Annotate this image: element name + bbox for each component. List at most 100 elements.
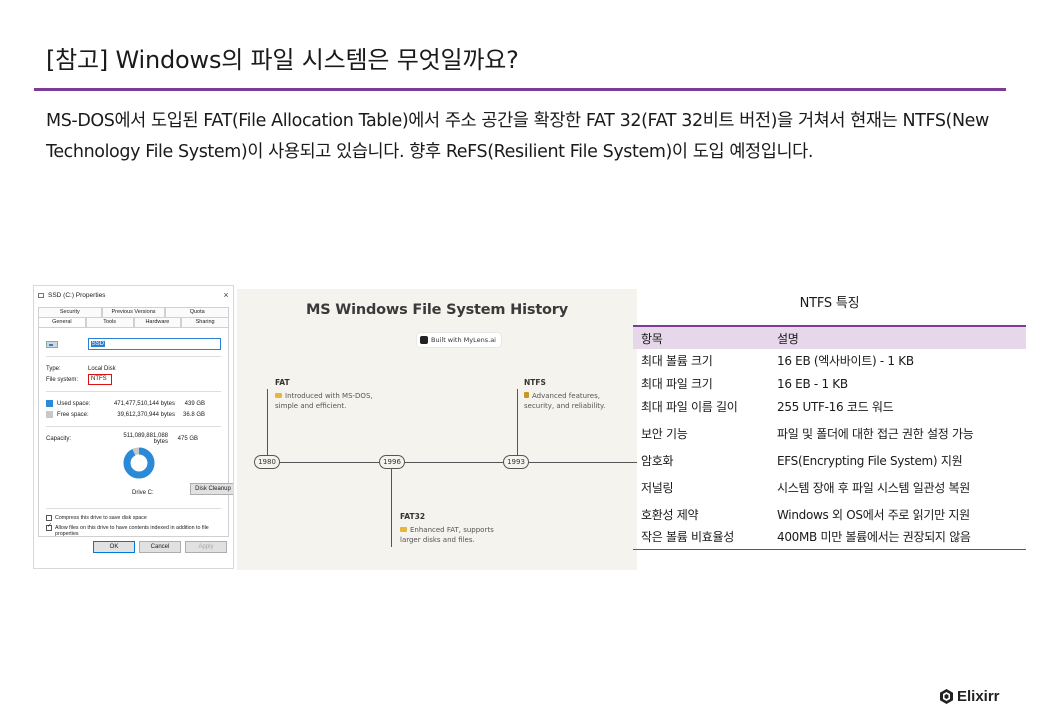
drive-properties-dialog: SSD (C:) Properties × Security Previous … [33, 285, 234, 569]
ntfs-features-table: 항목 설명 최대 볼륨 크기 16 EB (엑사바이트) - 1 KB 최대 파… [633, 325, 1026, 550]
file-system-label: File system: [46, 376, 79, 383]
table-row: 암호화 EFS(Encrypting File System) 지원 [633, 449, 1026, 472]
elixirr-logo-icon [940, 689, 953, 704]
timeline-connector [517, 389, 518, 455]
slide-title: [참고] Windows의 파일 시스템은 무엇일까요? [46, 46, 519, 74]
capacity-bytes: 511,089,881,088 bytes [123, 432, 168, 445]
event-ntfs-desc2: security, and reliability. [524, 402, 606, 410]
tab-previous-versions[interactable]: Previous Versions [101, 307, 166, 317]
tab-general[interactable]: General [38, 317, 86, 327]
event-fat32: FAT32 Enhanced FAT, supports larger disk… [400, 512, 494, 545]
table-header-item: 항목 [633, 325, 769, 349]
table-row: 최대 파일 크기 16 EB - 1 KB [633, 372, 1026, 395]
used-space-swatch [46, 400, 53, 407]
table-row: 최대 파일 이름 길이 255 UTF-16 코드 워드 [633, 395, 1026, 418]
mylens-logo-icon [420, 336, 428, 344]
body-paragraph: MS-DOS에서 도입된 FAT(File Allocation Table)에… [46, 111, 989, 162]
table-cell-item: 암호화 [641, 453, 674, 468]
event-fat32-name: FAT32 [400, 512, 426, 521]
free-space-swatch [46, 411, 53, 418]
table-cell-description: 400MB 미만 볼륨에서는 권장되지 않음 [769, 526, 1026, 550]
apply-button[interactable]: Apply [185, 541, 227, 553]
disk-usage-donut [123, 447, 155, 479]
elixirr-logo: Elixirr [940, 688, 1000, 705]
table-cell-item: 최대 파일 크기 [641, 376, 713, 391]
event-fat-name: FAT [275, 378, 290, 387]
index-label: Allow files on this drive to have conten… [55, 524, 209, 538]
folder-icon [400, 527, 407, 532]
tab-row-bottom: General Tools Hardware Sharing [38, 317, 229, 327]
event-fat-desc1: Introduced with MS-DOS, [285, 392, 373, 400]
compress-label: Compress this drive to save disk space [55, 515, 147, 521]
event-ntfs-desc1: Advanced features, [532, 392, 600, 400]
timeline-connector [267, 389, 268, 455]
drive-name-input[interactable]: SSD [87, 338, 221, 350]
event-fat-desc2: simple and efficient. [275, 402, 347, 410]
folder-icon [275, 393, 282, 398]
tab-row-top: Security Previous Versions Quota [38, 307, 230, 317]
table-cell-description: 파일 및 폴더에 대한 접근 권한 설정 가능 [777, 426, 974, 441]
brand-name: Elixirr [957, 688, 1000, 705]
year-1996: 1996 [379, 455, 405, 469]
tab-sharing[interactable]: Sharing [181, 317, 229, 327]
event-fat32-desc2: larger disks and files. [400, 536, 475, 544]
tab-hardware[interactable]: Hardware [133, 317, 182, 327]
compress-checkbox[interactable] [46, 515, 52, 521]
event-fat32-desc1: Enhanced FAT, supports [410, 526, 494, 534]
year-1980: 1980 [254, 455, 280, 469]
capacity-gb: 475 GB [177, 435, 198, 442]
table-cell-description: EFS(Encrypting File System) 지원 [777, 453, 963, 468]
ntfs-table-caption: NTFS 특징 [799, 296, 860, 311]
event-ntfs: NTFS Advanced features, security, and re… [524, 378, 605, 411]
timeline-connector [391, 469, 392, 547]
divider [46, 356, 221, 357]
divider [46, 508, 221, 509]
table-cell-description: 16 EB (엑사바이트) - 1 KB [777, 353, 914, 368]
divider [46, 391, 221, 392]
free-space-gb: 36.8 GB [182, 411, 205, 418]
file-system-timeline: MS Windows File System History Built wit… [237, 289, 637, 570]
title-divider [34, 88, 1006, 91]
timeline-title: MS Windows File System History [305, 302, 569, 318]
type-value: Local Disk [88, 365, 116, 372]
drive-app-icon [38, 292, 44, 298]
table-cell-item: 작은 볼륨 비효율성 [633, 526, 769, 550]
mylens-badge: Built with MyLens.ai [417, 333, 501, 347]
table-cell-description: 16 EB - 1 KB [777, 376, 848, 391]
tab-tools[interactable]: Tools [85, 317, 134, 327]
index-checkbox[interactable] [46, 523, 52, 531]
event-ntfs-name: NTFS [524, 378, 546, 387]
table-cell-item: 최대 파일 이름 길이 [641, 399, 738, 414]
disk-cleanup-button[interactable]: Disk Cleanup [190, 483, 233, 495]
tab-quota[interactable]: Quota [165, 307, 230, 317]
table-cell-item: 최대 볼륨 크기 [641, 353, 713, 368]
tab-security[interactable]: Security [38, 307, 102, 317]
table-cell-item: 저널링 [641, 480, 674, 495]
type-label: Type: [46, 365, 61, 372]
dialog-title: SSD (C:) Properties [48, 291, 106, 299]
used-space-gb: 439 GB [184, 400, 205, 407]
badge-text: Built with MyLens.ai [431, 336, 496, 344]
close-icon[interactable]: × [223, 290, 229, 300]
used-space-label: Used space: [57, 400, 91, 407]
table-cell-description: 255 UTF-16 코드 워드 [777, 399, 894, 414]
table-header-description: 설명 [769, 325, 1026, 349]
table-cell-item: 보안 기능 [641, 426, 688, 441]
capacity-label: Capacity: [46, 435, 72, 442]
used-space-bytes: 471,477,510,144 bytes [113, 400, 175, 407]
event-fat: FAT Introduced with MS-DOS, simple and e… [275, 378, 373, 411]
drive-name-value: SSD [90, 341, 105, 347]
table-cell-description: 시스템 장애 후 파일 시스템 일관성 복원 [777, 480, 970, 495]
year-1993: 1993 [503, 455, 529, 469]
donut-used-segment [123, 447, 155, 479]
ok-button[interactable]: OK [93, 541, 135, 553]
table-row: 보안 기능 파일 및 폴더에 대한 접근 권한 설정 가능 [633, 418, 1026, 449]
table-cell-item: 호환성 제약 [641, 507, 699, 522]
file-system-value: NTFS [88, 374, 112, 385]
table-row: 호환성 제약 Windows 외 OS에서 주로 읽기만 지원 [633, 503, 1026, 526]
timeline-axis [261, 462, 637, 463]
table-row: 저널링 시스템 장애 후 파일 시스템 일관성 복원 [633, 472, 1026, 503]
dialog-titlebar: SSD (C:) Properties × [34, 286, 233, 304]
drive-label: Drive C: [132, 490, 154, 496]
cancel-button[interactable]: Cancel [139, 541, 181, 553]
